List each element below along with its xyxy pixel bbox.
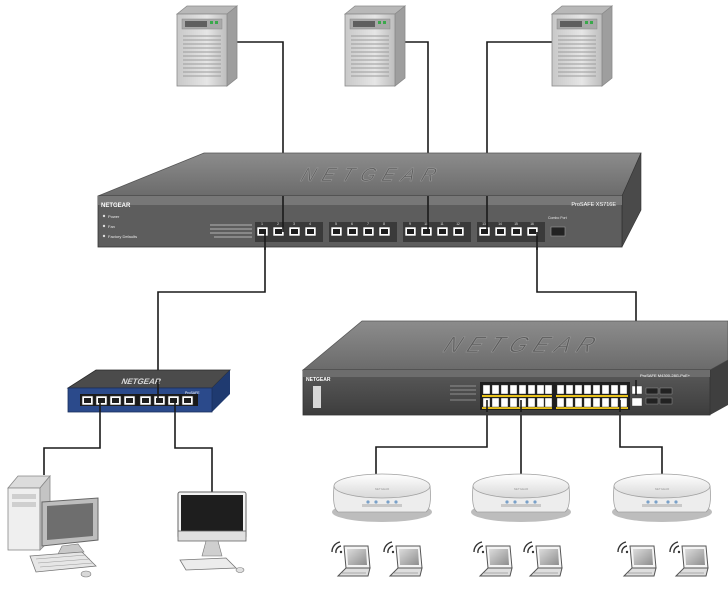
small-switch-cable-plugs <box>99 380 176 412</box>
led-label-power: Power <box>108 214 120 219</box>
port-3 <box>288 226 301 237</box>
port-number-6: 6 <box>351 222 353 226</box>
cable-to-desktop <box>43 400 101 475</box>
small-switch-model: ProSAFE <box>185 391 200 395</box>
access-point-brand-labels: NETGEAR NETGEAR NETGEAR <box>375 487 670 491</box>
cable-to-imac <box>174 400 213 495</box>
poe-switch-info-text <box>450 385 476 401</box>
port-9 <box>404 226 417 237</box>
port-number-2: 2 <box>277 222 279 226</box>
sfp-port <box>550 226 566 237</box>
access-point-icon <box>611 473 713 523</box>
port-5 <box>330 226 343 237</box>
small-switch-port-6 <box>153 395 166 406</box>
poe-switch-top-logo: NETGEAR <box>440 332 607 357</box>
small-switch: NETGEAR ProSAFE <box>66 369 231 413</box>
imac-icon <box>177 491 247 573</box>
poe-switch: NETGEAR NETGEAR ProSAFE M4300-28G-PoE+ <box>301 320 728 416</box>
access-point-icon <box>470 473 572 523</box>
cable-plugs <box>264 196 538 250</box>
port-6 <box>346 226 359 237</box>
main-switch-ports <box>255 222 566 242</box>
small-switch-port-4 <box>123 395 136 406</box>
port-number-3: 3 <box>293 222 295 226</box>
small-switch-top-logo: NETGEAR <box>120 377 162 386</box>
server-icon <box>344 5 406 87</box>
access-point-brand-label: NETGEAR <box>655 487 670 491</box>
main-switch-info-text <box>210 224 252 238</box>
port-13 <box>478 226 491 237</box>
small-switch-port-5 <box>139 395 152 406</box>
port-10 <box>420 226 433 237</box>
port-number-12: 12 <box>456 222 460 226</box>
led-label-fan: Fan <box>108 224 115 229</box>
port-8 <box>378 226 391 237</box>
port-number-7: 7 <box>367 222 369 226</box>
laptop-icon <box>331 541 371 577</box>
port-number-8: 8 <box>383 222 385 226</box>
laptop-icon <box>617 541 657 577</box>
port-number-14: 14 <box>498 222 502 226</box>
led-label-factory-defaults: Factory Defaults <box>108 234 137 239</box>
cables <box>43 41 663 495</box>
small-switch-port-1 <box>81 395 94 406</box>
main-switch-leds: Power Fan Factory Defaults <box>102 214 137 239</box>
port-number-15: 15 <box>514 222 518 226</box>
small-switch-port-8 <box>181 395 194 406</box>
access-point-icon <box>331 473 433 523</box>
port-number-1: 1 <box>261 222 263 226</box>
port-number-9: 9 <box>409 222 411 226</box>
port-4 <box>304 226 317 237</box>
poe-switch-cable-plugs <box>486 380 637 412</box>
port-7 <box>362 226 375 237</box>
port-number-5: 5 <box>335 222 337 226</box>
port-number-13: 13 <box>482 222 486 226</box>
access-point-brand-label: NETGEAR <box>375 487 390 491</box>
combo-port-label: Combo Port <box>548 216 567 220</box>
small-switch-port-2 <box>95 395 108 406</box>
port-12 <box>452 226 465 237</box>
cable-to-small-switch <box>157 232 266 392</box>
port-1 <box>256 226 269 237</box>
cable-to-ap-left <box>375 400 488 480</box>
poe-switch-model: ProSAFE M4300-28G-PoE+ <box>640 373 691 378</box>
main-switch-port-numbers: 1 2 3 4 5 6 7 8 9 10 11 12 13 14 15 16 <box>261 222 534 226</box>
poe-switch-brand: NETGEAR <box>306 377 331 383</box>
port-number-4: 4 <box>309 222 311 226</box>
port-number-10: 10 <box>424 222 428 226</box>
poe-switch-uplinks <box>631 385 673 407</box>
laptop-icon <box>523 541 563 577</box>
server-icon <box>551 5 613 87</box>
desktop-computer-icon <box>7 474 99 578</box>
cable-to-ap-right <box>619 400 663 480</box>
main-switch-brand: NETGEAR <box>101 203 131 209</box>
small-switch-port-3 <box>109 395 122 406</box>
laptop-icon <box>383 541 423 577</box>
port-number-11: 11 <box>440 222 444 226</box>
server-icon <box>176 5 238 87</box>
main-switch-model: ProSAFE XS716E <box>571 202 616 208</box>
laptop-icon <box>473 541 513 577</box>
port-number-16: 16 <box>530 222 534 226</box>
poe-switch-console <box>313 386 321 408</box>
port-14 <box>494 226 507 237</box>
port-11 <box>436 226 449 237</box>
main-switch-top-logo: NETGEAR <box>298 165 447 186</box>
poe-switch-ports <box>482 384 628 408</box>
small-switch-port-7 <box>167 395 180 406</box>
main-switch: NETGEAR NETGEAR Power Fan Factory Defaul… <box>97 152 642 248</box>
port-15 <box>510 226 523 237</box>
laptop-icon <box>669 541 709 577</box>
access-point-brand-label: NETGEAR <box>514 487 529 491</box>
